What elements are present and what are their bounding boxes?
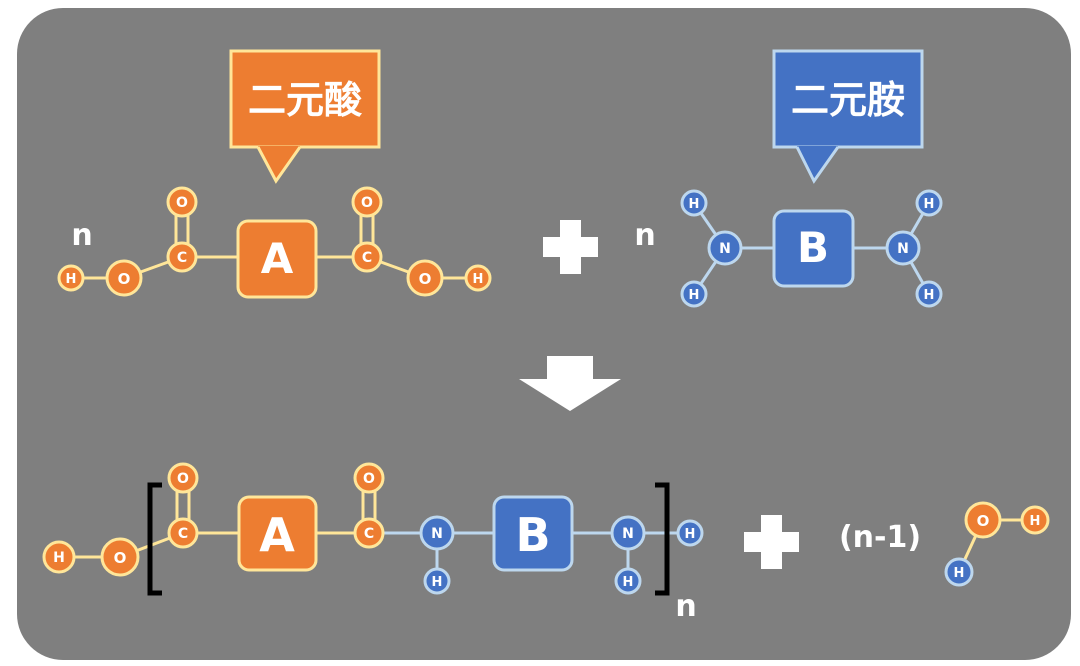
atom-c: C — [353, 517, 385, 549]
atom-o: O — [964, 501, 1002, 539]
callout-acid-label: 二元酸 — [248, 78, 363, 122]
water-coefficient: (n-1) — [839, 520, 921, 555]
atom-h: H — [680, 189, 708, 217]
svg-text:H: H — [689, 288, 700, 303]
atom-n: N — [707, 230, 743, 266]
atom-o: O — [351, 186, 383, 218]
atom-o: O — [406, 259, 444, 297]
plus-icon — [543, 220, 598, 274]
svg-text:N: N — [897, 241, 909, 257]
atom-h: H — [680, 280, 708, 308]
atom-o: O — [353, 462, 385, 494]
atom-n: N — [885, 230, 921, 266]
amine-coefficient: n — [634, 218, 655, 253]
group-b-box: B — [772, 209, 855, 288]
svg-text:C: C — [364, 526, 374, 542]
svg-text:C: C — [362, 250, 372, 266]
svg-text:A: A — [259, 508, 295, 562]
svg-text:C: C — [177, 250, 187, 266]
plus-icon — [744, 515, 799, 569]
atom-h: H — [42, 540, 76, 574]
atom-h: H — [915, 189, 943, 217]
acid-coefficient: n — [71, 218, 92, 253]
group-b-box: B — [492, 495, 574, 572]
svg-text:H: H — [473, 272, 484, 287]
svg-text:H: H — [432, 575, 443, 590]
atom-h: H — [614, 567, 642, 595]
atom-h: H — [676, 519, 704, 547]
svg-text:O: O — [114, 549, 127, 567]
svg-text:O: O — [177, 471, 189, 487]
svg-text:H: H — [924, 288, 935, 303]
water-molecule: O H H — [944, 501, 1050, 587]
atom-o: O — [167, 462, 199, 494]
arrow-down-icon — [519, 356, 621, 411]
left-bracket — [147, 482, 162, 596]
atom-o: O — [166, 186, 198, 218]
right-bracket — [655, 482, 670, 596]
svg-text:H: H — [689, 197, 700, 212]
atom-h: H — [464, 264, 492, 292]
atom-h: H — [423, 567, 451, 595]
svg-text:O: O — [361, 195, 373, 211]
svg-text:B: B — [797, 223, 829, 272]
svg-text:N: N — [622, 526, 634, 542]
svg-text:H: H — [66, 272, 77, 287]
svg-text:C: C — [178, 526, 188, 542]
callout-amine: 二元胺 — [772, 49, 924, 184]
group-a-box: A — [237, 495, 318, 572]
svg-text:O: O — [363, 471, 375, 487]
callout-amine-label: 二元胺 — [791, 78, 905, 122]
callout-acid: 二元酸 — [229, 49, 381, 184]
svg-text:O: O — [977, 512, 990, 530]
polymer-molecule: H O O C A O C N — [42, 462, 704, 595]
polymer-subscript: n — [675, 589, 696, 624]
atom-c: C — [166, 241, 198, 273]
svg-text:H: H — [954, 566, 965, 581]
atom-o: O — [100, 537, 140, 577]
acid-molecule: H O C O A C O O — [57, 186, 492, 299]
atom-h: H — [915, 280, 943, 308]
svg-text:H: H — [685, 527, 696, 542]
atom-h: H — [944, 557, 974, 587]
svg-text:H: H — [924, 197, 935, 212]
amine-molecule: H N H B N H H — [680, 189, 943, 308]
svg-text:N: N — [431, 526, 443, 542]
atom-h: H — [1020, 505, 1050, 535]
svg-text:O: O — [176, 195, 188, 211]
atom-n: N — [610, 515, 646, 551]
svg-text:H: H — [53, 550, 65, 566]
svg-text:O: O — [419, 270, 432, 288]
group-a-box: A — [236, 219, 318, 299]
svg-text:A: A — [261, 234, 294, 283]
svg-text:O: O — [118, 270, 131, 288]
svg-text:H: H — [1030, 514, 1041, 529]
svg-text:H: H — [623, 575, 634, 590]
atom-o: O — [105, 259, 143, 297]
svg-text:N: N — [719, 241, 731, 257]
atom-c: C — [167, 517, 199, 549]
atom-c: C — [351, 241, 383, 273]
atom-n: N — [419, 515, 455, 551]
svg-text:B: B — [515, 508, 550, 562]
atom-h: H — [57, 264, 85, 292]
